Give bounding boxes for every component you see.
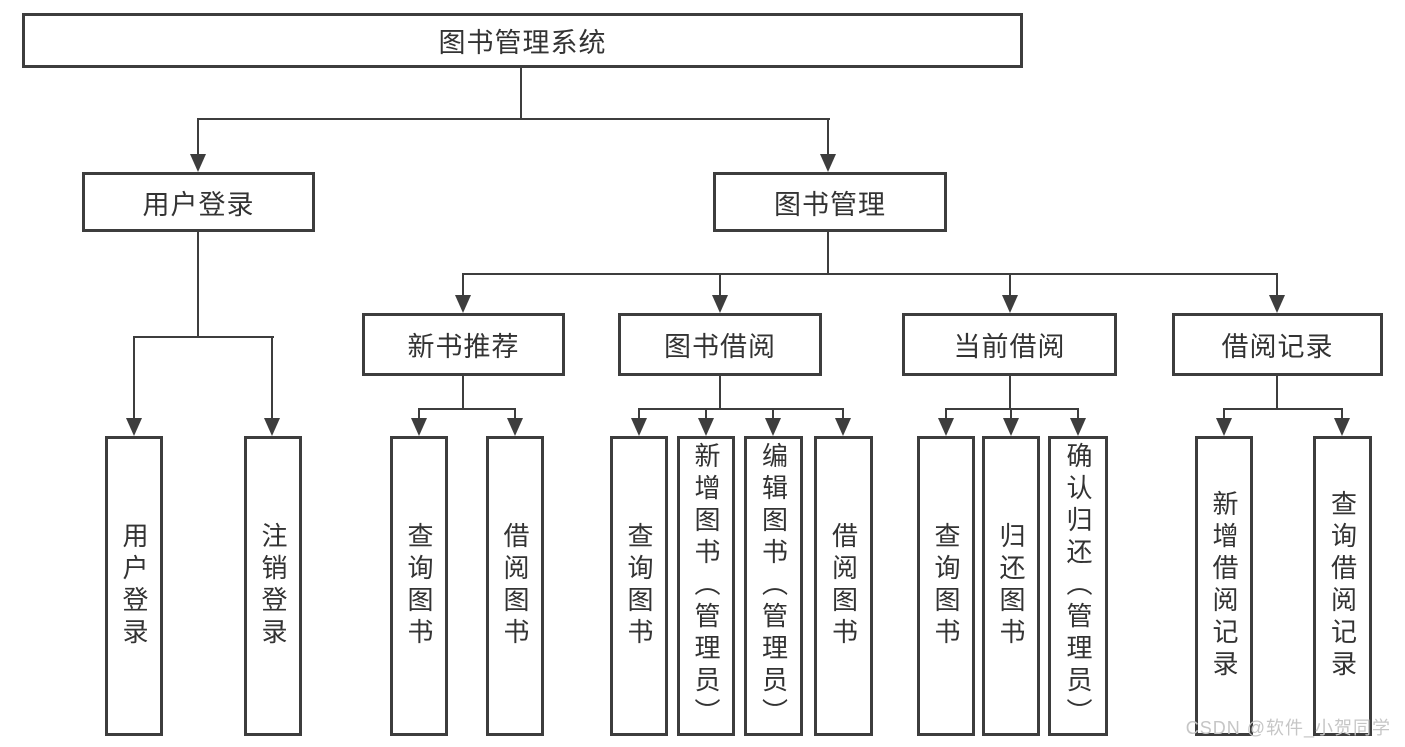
leaf-search-books-borrow: 查询图书	[610, 436, 668, 736]
connector-line	[827, 118, 829, 158]
connector-line	[133, 336, 135, 420]
arrow-down-icon	[1216, 418, 1232, 436]
arrow-down-icon	[1070, 418, 1086, 436]
arrow-down-icon	[190, 154, 206, 172]
connector-line	[1223, 408, 1343, 410]
connector-line	[1009, 375, 1011, 410]
leaf-borrow-books: 借阅图书	[814, 436, 873, 736]
arrow-down-icon	[1334, 418, 1350, 436]
arrow-down-icon	[126, 418, 142, 436]
arrow-down-icon	[1269, 295, 1285, 313]
arrow-down-icon	[455, 295, 471, 313]
node-book-borrow: 图书借阅	[618, 313, 822, 376]
connector-line	[133, 336, 274, 338]
connector-line	[1009, 273, 1011, 297]
arrow-down-icon	[631, 418, 647, 436]
node-user-login: 用户登录	[82, 172, 315, 232]
leaf-return-book: 归还图书	[982, 436, 1040, 736]
leaf-add-book-admin: 新增图书（管理员）	[677, 436, 735, 736]
connector-line	[520, 67, 522, 119]
arrow-down-icon	[938, 418, 954, 436]
connector-line	[945, 408, 1079, 410]
connector-line	[514, 408, 516, 422]
arrow-down-icon	[1003, 418, 1019, 436]
connector-line	[1276, 375, 1278, 410]
arrow-down-icon	[507, 418, 523, 436]
connector-line	[1341, 408, 1343, 422]
node-borrow-records: 借阅记录	[1172, 313, 1383, 376]
connector-line	[418, 408, 420, 422]
arrow-down-icon	[1002, 295, 1018, 313]
leaf-user-login: 用户登录	[105, 436, 163, 736]
arrow-down-icon	[835, 418, 851, 436]
connector-line	[462, 273, 464, 297]
arrow-down-icon	[698, 418, 714, 436]
arrow-down-icon	[765, 418, 781, 436]
node-new-book-recommend: 新书推荐	[362, 313, 565, 376]
connector-line	[719, 375, 721, 410]
leaf-search-books-recommend: 查询图书	[390, 436, 448, 736]
connector-line	[418, 408, 516, 410]
connector-line	[462, 375, 464, 410]
leaf-search-borrow-record: 查询借阅记录	[1313, 436, 1372, 736]
connector-line	[271, 336, 273, 420]
connector-line	[638, 408, 640, 422]
connector-line	[462, 273, 1278, 275]
connector-line	[1223, 408, 1225, 422]
leaf-borrow-books-recommend: 借阅图书	[486, 436, 544, 736]
leaf-edit-book-admin: 编辑图书（管理员）	[744, 436, 803, 736]
connector-line	[1276, 273, 1278, 297]
connector-line	[827, 232, 829, 275]
arrow-down-icon	[264, 418, 280, 436]
node-root: 图书管理系统	[22, 13, 1023, 68]
leaf-logout: 注销登录	[244, 436, 302, 736]
connector-line	[197, 232, 199, 338]
connector-line	[638, 408, 844, 410]
leaf-add-borrow-record: 新增借阅记录	[1195, 436, 1253, 736]
connector-line	[197, 118, 199, 158]
connector-line	[842, 408, 844, 422]
arrow-down-icon	[820, 154, 836, 172]
connector-line	[1010, 408, 1012, 422]
node-book-management: 图书管理	[713, 172, 947, 232]
node-current-borrow: 当前借阅	[902, 313, 1117, 376]
connector-line	[772, 408, 774, 422]
leaf-confirm-return-admin: 确认归还（管理员）	[1048, 436, 1108, 736]
leaf-search-books-current: 查询图书	[917, 436, 975, 736]
connector-line	[1077, 408, 1079, 422]
connector-line	[197, 118, 830, 120]
arrow-down-icon	[411, 418, 427, 436]
arrow-down-icon	[712, 295, 728, 313]
connector-line	[945, 408, 947, 422]
connector-line	[705, 408, 707, 422]
connector-line	[719, 273, 721, 297]
csdn-watermark: CSDN @软件_小贺同学	[1185, 718, 1391, 738]
